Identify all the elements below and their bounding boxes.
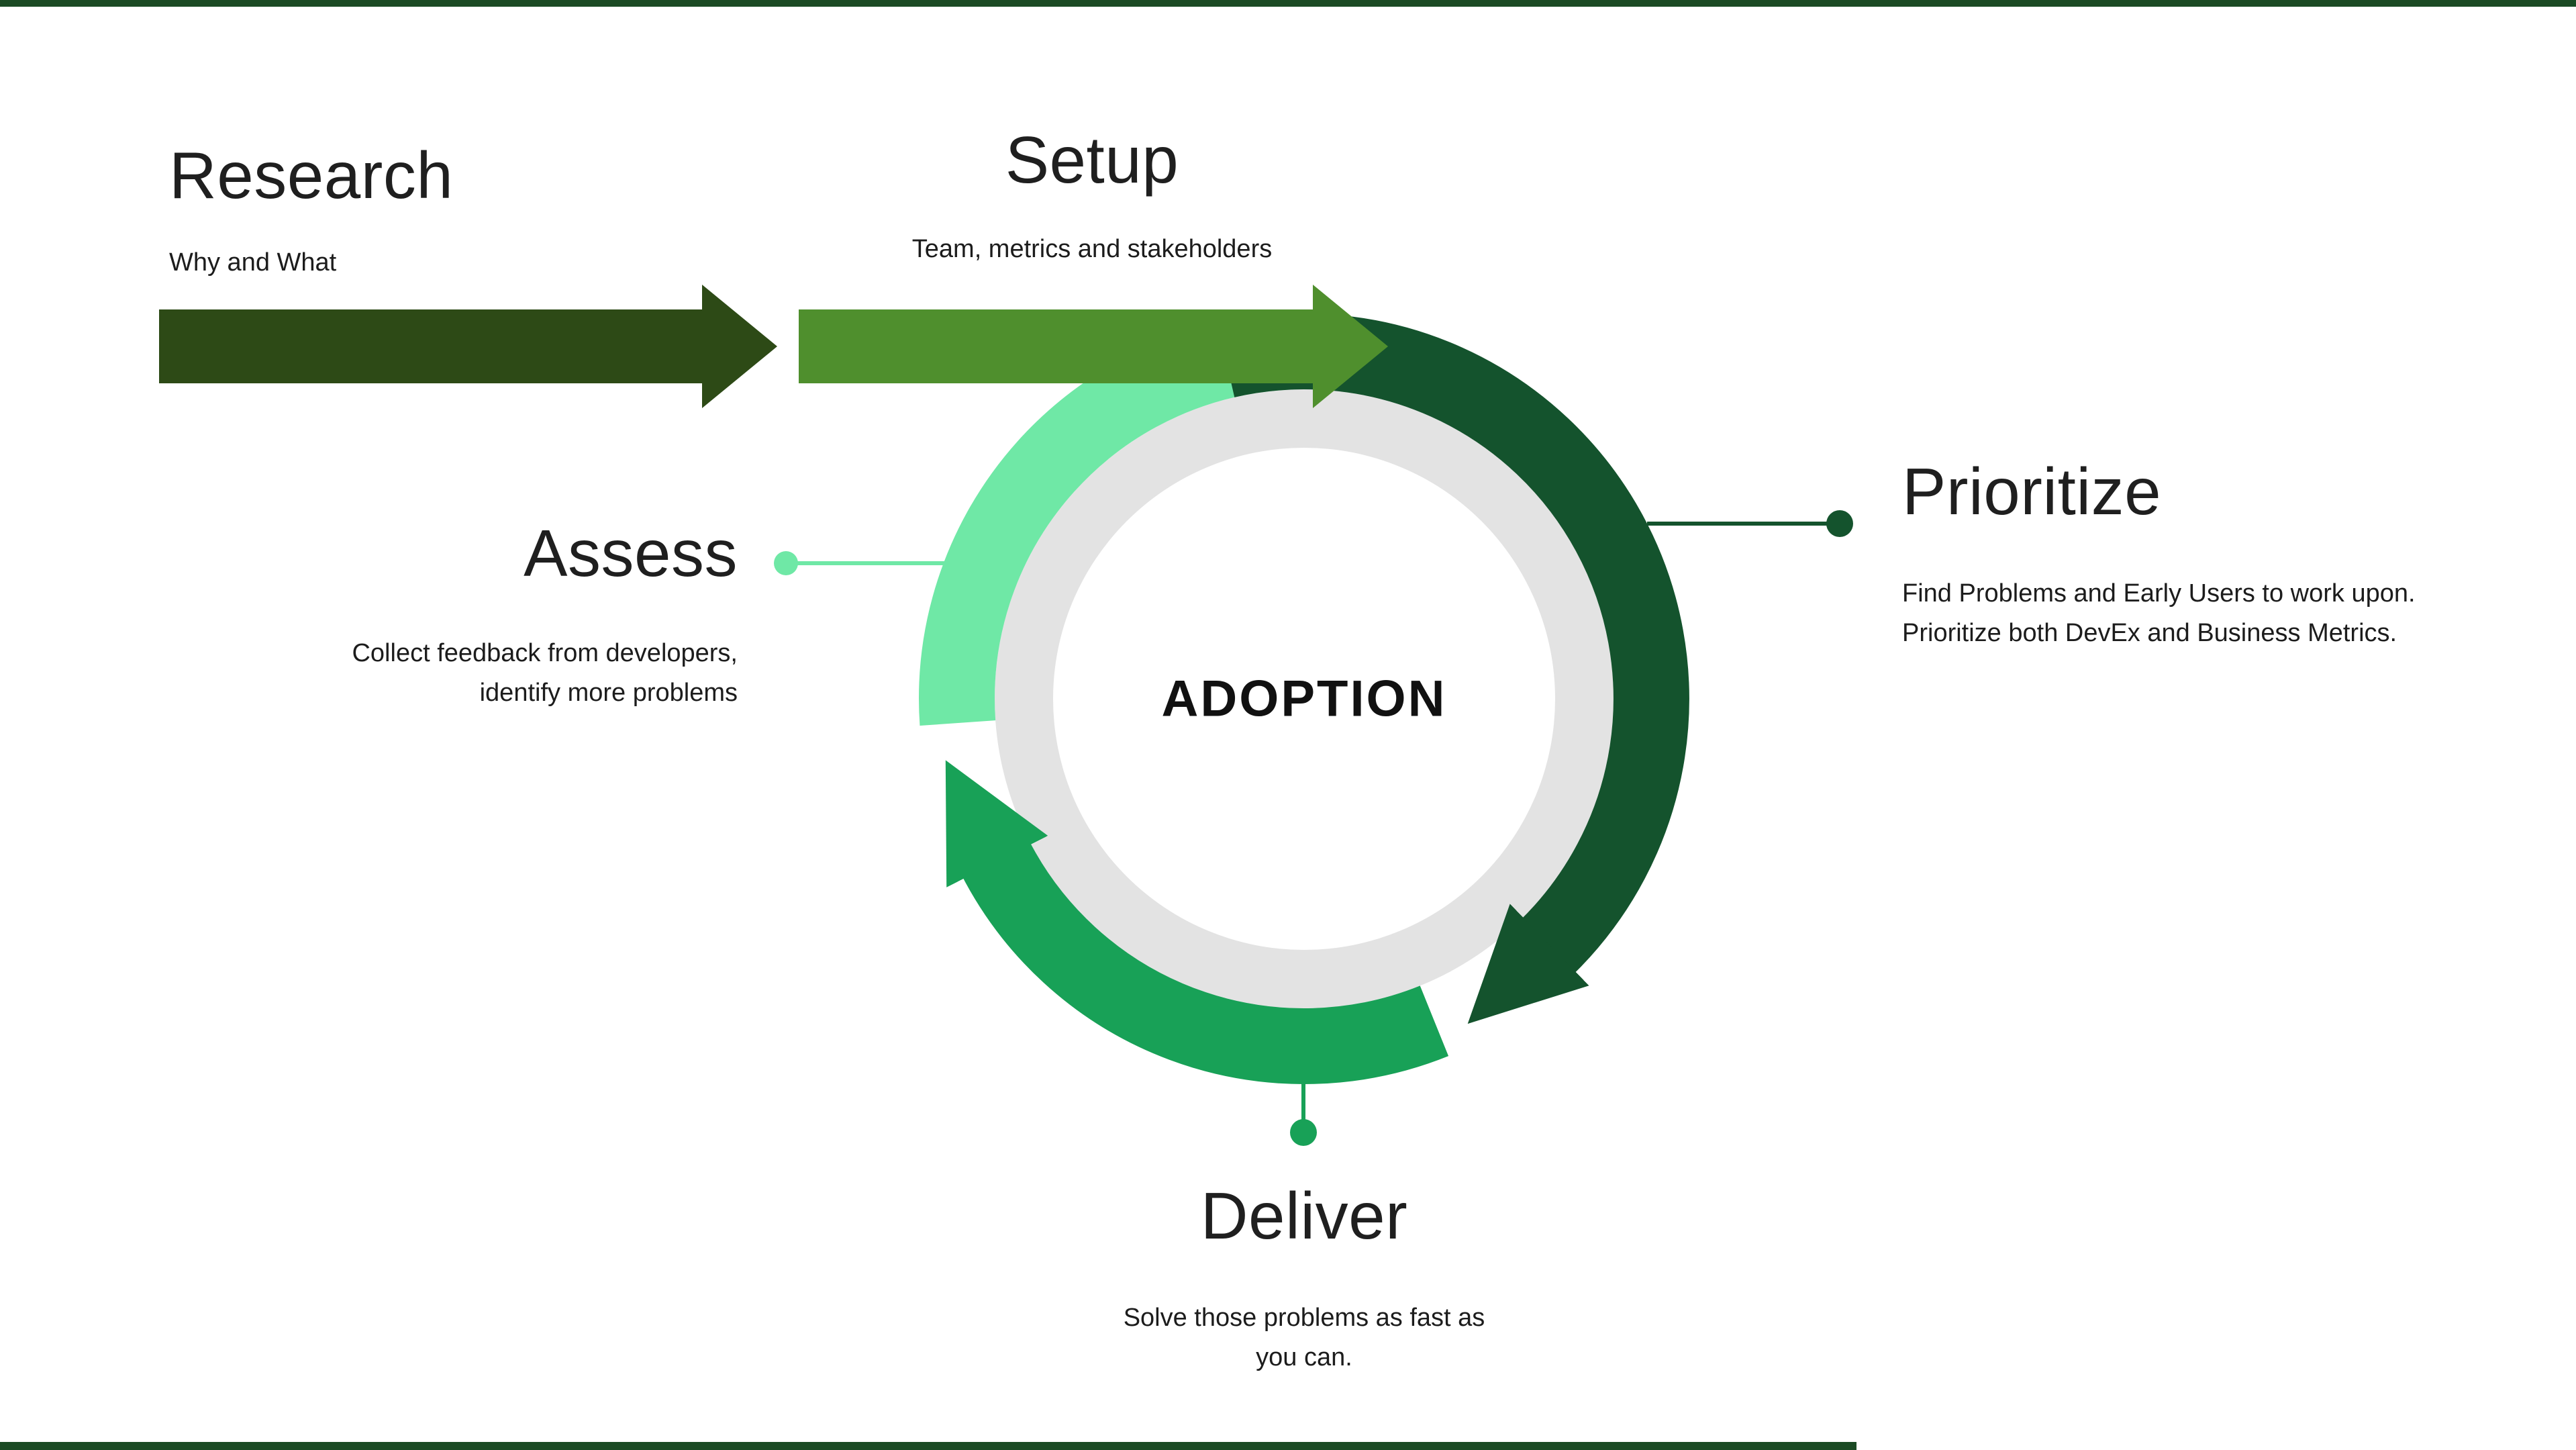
adoption-center-label: ADOPTION [1161,670,1447,728]
assess-description: Collect feedback from developers, identi… [352,639,738,707]
deliver-connector-dot [1290,1119,1317,1146]
assess-connector-dot [774,551,798,575]
research-title: Research [169,138,454,212]
setup-subtitle: Team, metrics and stakeholders [911,235,1273,263]
research-subtitle: Why and What [169,248,337,277]
deliver-description: Solve those problems as fast as you can. [1123,1304,1485,1371]
deliver-connector-line [1301,1083,1305,1132]
arc-medium [945,760,1449,1084]
research-arrow-icon [159,285,777,408]
deliver-title: Deliver [1200,1179,1408,1253]
bottom-border-bar [0,1442,1856,1450]
inner-circle [1053,448,1555,950]
prioritize-description: Find Problems and Early Users to work up… [1902,579,2416,647]
assess-title: Assess [524,516,738,590]
prioritize-connector-line [1647,522,1840,526]
prioritize-title: Prioritize [1902,454,2162,528]
prioritize-connector-dot [1826,510,1853,537]
setup-title: Setup [1005,123,1179,197]
top-border-bar [0,0,2576,7]
assess-connector-line [786,561,947,565]
